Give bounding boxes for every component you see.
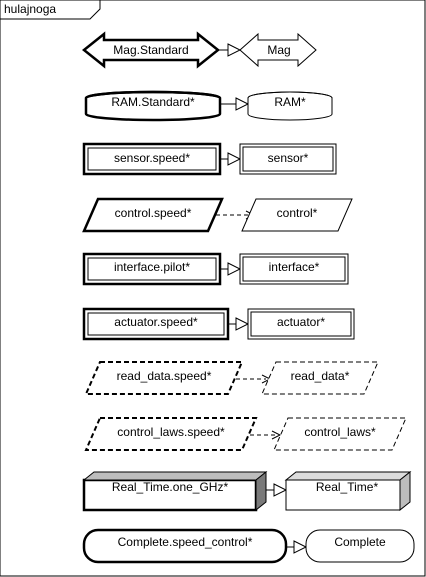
connector-arrowhead-real-time (273, 483, 288, 497)
node-real-time-side (399, 470, 411, 512)
node-real-time-label: Real_Time* (316, 480, 379, 494)
node-ram-top (247, 91, 333, 99)
connector-arrowhead-actuator (235, 317, 250, 331)
node-real-time-one-ghz-label: Real_Time.one_GHz* (112, 480, 229, 494)
row-sensor: sensor.speed* sensor* (82, 142, 337, 176)
connector-arrowhead-interface (227, 262, 242, 276)
node-actuator-speed[interactable] (82, 307, 230, 341)
node-complete-speed-control-label: Complete.speed_control* (118, 535, 253, 549)
node-actuator-speed-label: actuator.speed* (114, 315, 198, 329)
node-control-laws-speed-label: control_laws.speed* (117, 425, 225, 439)
node-actuator-label: actuator* (277, 315, 325, 329)
node-interface-pilot[interactable] (82, 252, 222, 286)
node-ram-standard-label: RAM.Standard* (111, 95, 195, 109)
row-mag: Mag.Standard Mag (81, 31, 317, 69)
connector-arrowhead-complete (293, 540, 308, 554)
node-sensor-speed-inner (87, 147, 217, 171)
node-mag-standard-label: Mag.Standard (113, 43, 188, 57)
node-interface-pilot-inner (87, 257, 217, 281)
node-control-laws[interactable] (273, 417, 407, 451)
row-control: control.speed* control* (82, 197, 353, 233)
node-actuator-inner (250, 311, 352, 337)
node-real-time-one-ghz-top (82, 471, 268, 481)
node-control-laws-label: control_laws* (304, 425, 376, 439)
node-ram-standard-top (84, 90, 222, 99)
node-control[interactable] (241, 198, 353, 232)
node-read-data-speed[interactable] (84, 361, 244, 395)
row-real-time: Real_Time.one_GHz* Real_Time* (82, 470, 412, 512)
row-ram: RAM.Standard* RAM* (84, 90, 333, 122)
node-complete-label: Complete (334, 535, 386, 549)
node-complete-speed-control[interactable] (82, 528, 288, 564)
node-interface-inner (242, 256, 346, 282)
node-real-time-one-ghz-side (255, 470, 267, 512)
node-actuator[interactable] (247, 308, 355, 340)
frame-title: hulajnoga (4, 2, 56, 16)
node-control-laws-speed[interactable] (84, 417, 258, 451)
row-control-laws: control_laws.speed* control_laws* (84, 417, 407, 451)
node-interface-label: interface* (269, 260, 320, 274)
node-real-time-one-ghz[interactable] (82, 478, 258, 512)
row-complete: Complete.speed_control* Complete (82, 528, 415, 564)
node-sensor-speed-label: sensor.speed* (114, 151, 190, 165)
node-read-data-speed-label: read_data.speed* (117, 369, 212, 383)
node-interface-pilot-label: interface.pilot* (114, 260, 190, 274)
node-control-speed[interactable] (82, 197, 224, 233)
node-sensor-inner (242, 146, 334, 172)
frame-title-tab (0, 0, 101, 20)
node-mag-label: Mag (267, 43, 290, 57)
node-sensor-speed[interactable] (82, 142, 222, 176)
connector-arrowhead-mag (227, 43, 242, 57)
row-actuator: actuator.speed* actuator* (82, 307, 355, 341)
node-actuator-speed-inner (87, 312, 225, 336)
node-read-data[interactable] (261, 361, 379, 395)
node-control-speed-label: control.speed* (115, 206, 192, 220)
connector-arrowhead-control-laws (271, 430, 282, 440)
node-sensor[interactable] (239, 143, 337, 175)
node-sensor-label: sensor* (268, 151, 309, 165)
connector-arrowhead-sensor (227, 152, 242, 166)
row-read-data: read_data.speed* read_data* (84, 361, 379, 395)
node-complete[interactable] (305, 529, 415, 563)
node-ram-label: RAM* (274, 95, 306, 109)
node-real-time-top (284, 471, 412, 481)
node-control-label: control* (277, 206, 318, 220)
node-mag[interactable] (239, 32, 317, 68)
node-interface[interactable] (239, 253, 349, 285)
connector-arrowhead-ram (235, 97, 250, 111)
row-interface: interface.pilot* interface* (82, 252, 349, 286)
node-read-data-label: read_data* (291, 369, 350, 383)
